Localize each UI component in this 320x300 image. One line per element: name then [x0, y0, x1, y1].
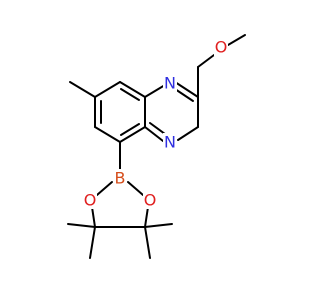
bond-c-methyl-3 [144, 223, 173, 228]
atom-label-layer: N N O B O O [83, 38, 228, 210]
bond-c8a-n1 [144, 84, 166, 98]
boron-label: B [115, 169, 126, 188]
bond-ch2-o [197, 54, 215, 68]
ring-oxygen-label-1: O [84, 191, 97, 210]
bond-o2-c [144, 206, 149, 228]
ether-oxygen-label: O [215, 38, 228, 57]
bond-c3-n2 [177, 126, 199, 141]
bond-c8a-c8-inner [120, 88, 140, 101]
molecule-drawing: N N O B O O [67, 34, 246, 259]
nitrogen-atom-2: N [163, 133, 177, 152]
bond-c8a-c8 [119, 81, 146, 98]
bond-n2-c4a [144, 126, 164, 142]
nitrogen-atom-1: N [163, 74, 177, 93]
ring-oxygen-atom-1: O [83, 191, 97, 210]
bond-c-methyl-2 [89, 226, 96, 259]
bond-n2-c4a-inner [149, 122, 166, 135]
bond-layer [67, 34, 246, 259]
bond-c5-c4a [119, 126, 146, 143]
bond-c8-c7 [94, 81, 121, 98]
bond-b-o2 [127, 181, 144, 196]
ring-oxygen-atom-2: O [143, 191, 157, 210]
ether-oxygen-atom: O [214, 38, 228, 57]
structure-canvas: N N O B O O [67, 34, 246, 259]
bond-o-ch3 [227, 34, 246, 46]
bond-b-o1 [96, 181, 113, 196]
bond-c5-c4a-inner [120, 123, 140, 136]
bond-c7-methyl [69, 81, 96, 98]
bond-c6-c5 [94, 126, 121, 143]
bond-o1-c [91, 206, 96, 228]
ring-oxygen-label-2: O [144, 191, 157, 210]
boron-atom: B [113, 169, 127, 188]
bond-c-methyl-1 [67, 223, 96, 228]
bond-n1-c2 [174, 81, 199, 98]
nitrogen-label-1: N [164, 74, 176, 93]
bond-n1-c2-inner [174, 88, 194, 102]
bond-c-methyl-4 [144, 226, 151, 259]
nitrogen-label-2: N [164, 133, 176, 152]
